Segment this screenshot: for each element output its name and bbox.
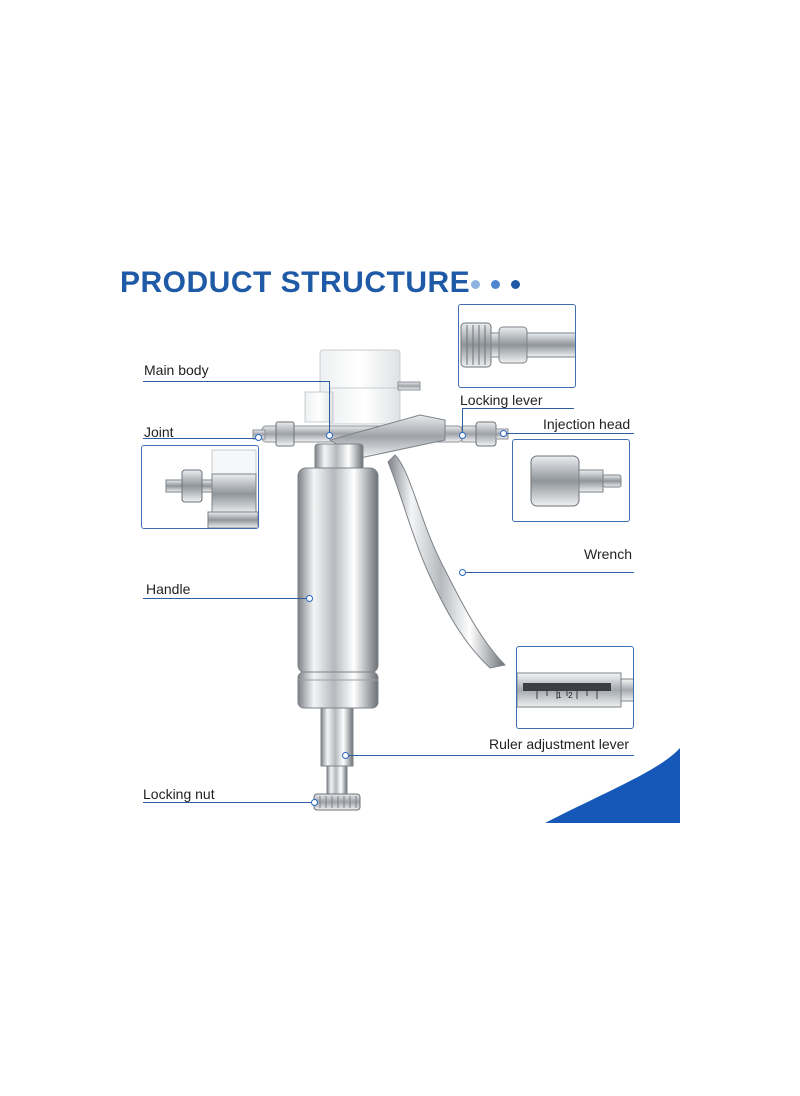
ruler-tick-labels: 1 2 bbox=[557, 691, 573, 700]
pin-joint bbox=[255, 434, 262, 441]
leader-locking-lever bbox=[462, 408, 574, 409]
decor-dot-mid bbox=[491, 280, 500, 289]
label-ruler-adjustment-lever: Ruler adjustment lever bbox=[489, 736, 630, 752]
label-locking-nut: Locking nut bbox=[143, 786, 215, 802]
leader-main-body-drop bbox=[329, 381, 330, 435]
joint-inset bbox=[141, 445, 259, 529]
label-main-body: Main body bbox=[144, 362, 209, 378]
leader-ruler-adjustment-lever bbox=[345, 755, 634, 756]
leader-injection-head bbox=[503, 433, 634, 434]
pin-main-body bbox=[326, 432, 333, 439]
label-injection-head: Injection head bbox=[543, 416, 631, 432]
page-title: PRODUCT STRUCTURE bbox=[120, 266, 471, 299]
leader-main-body bbox=[143, 381, 329, 382]
leader-joint bbox=[143, 438, 258, 439]
label-joint: Joint bbox=[144, 424, 174, 440]
corner-accent bbox=[545, 748, 680, 823]
pin-locking-nut bbox=[311, 799, 318, 806]
label-wrench: Wrench bbox=[584, 546, 632, 562]
pin-wrench bbox=[459, 569, 466, 576]
locking-lever-inset bbox=[458, 304, 576, 388]
reservoir-cap bbox=[304, 349, 421, 425]
label-handle: Handle bbox=[146, 581, 191, 597]
decor-dot-light bbox=[471, 280, 480, 289]
decor-dot-dark bbox=[511, 280, 520, 289]
leader-wrench bbox=[462, 572, 634, 573]
pin-handle bbox=[306, 595, 313, 602]
injection-head-inset bbox=[512, 439, 630, 522]
pin-locking-lever bbox=[459, 432, 466, 439]
pin-injection-head bbox=[500, 430, 507, 437]
leader-handle bbox=[143, 598, 308, 599]
leader-locking-lever-drop bbox=[462, 408, 463, 434]
ruler-inset: 1 2 bbox=[516, 646, 634, 729]
label-locking-lever: Locking lever bbox=[460, 392, 543, 408]
leader-locking-nut bbox=[143, 802, 313, 803]
pin-ruler-adjustment-lever bbox=[342, 752, 349, 759]
